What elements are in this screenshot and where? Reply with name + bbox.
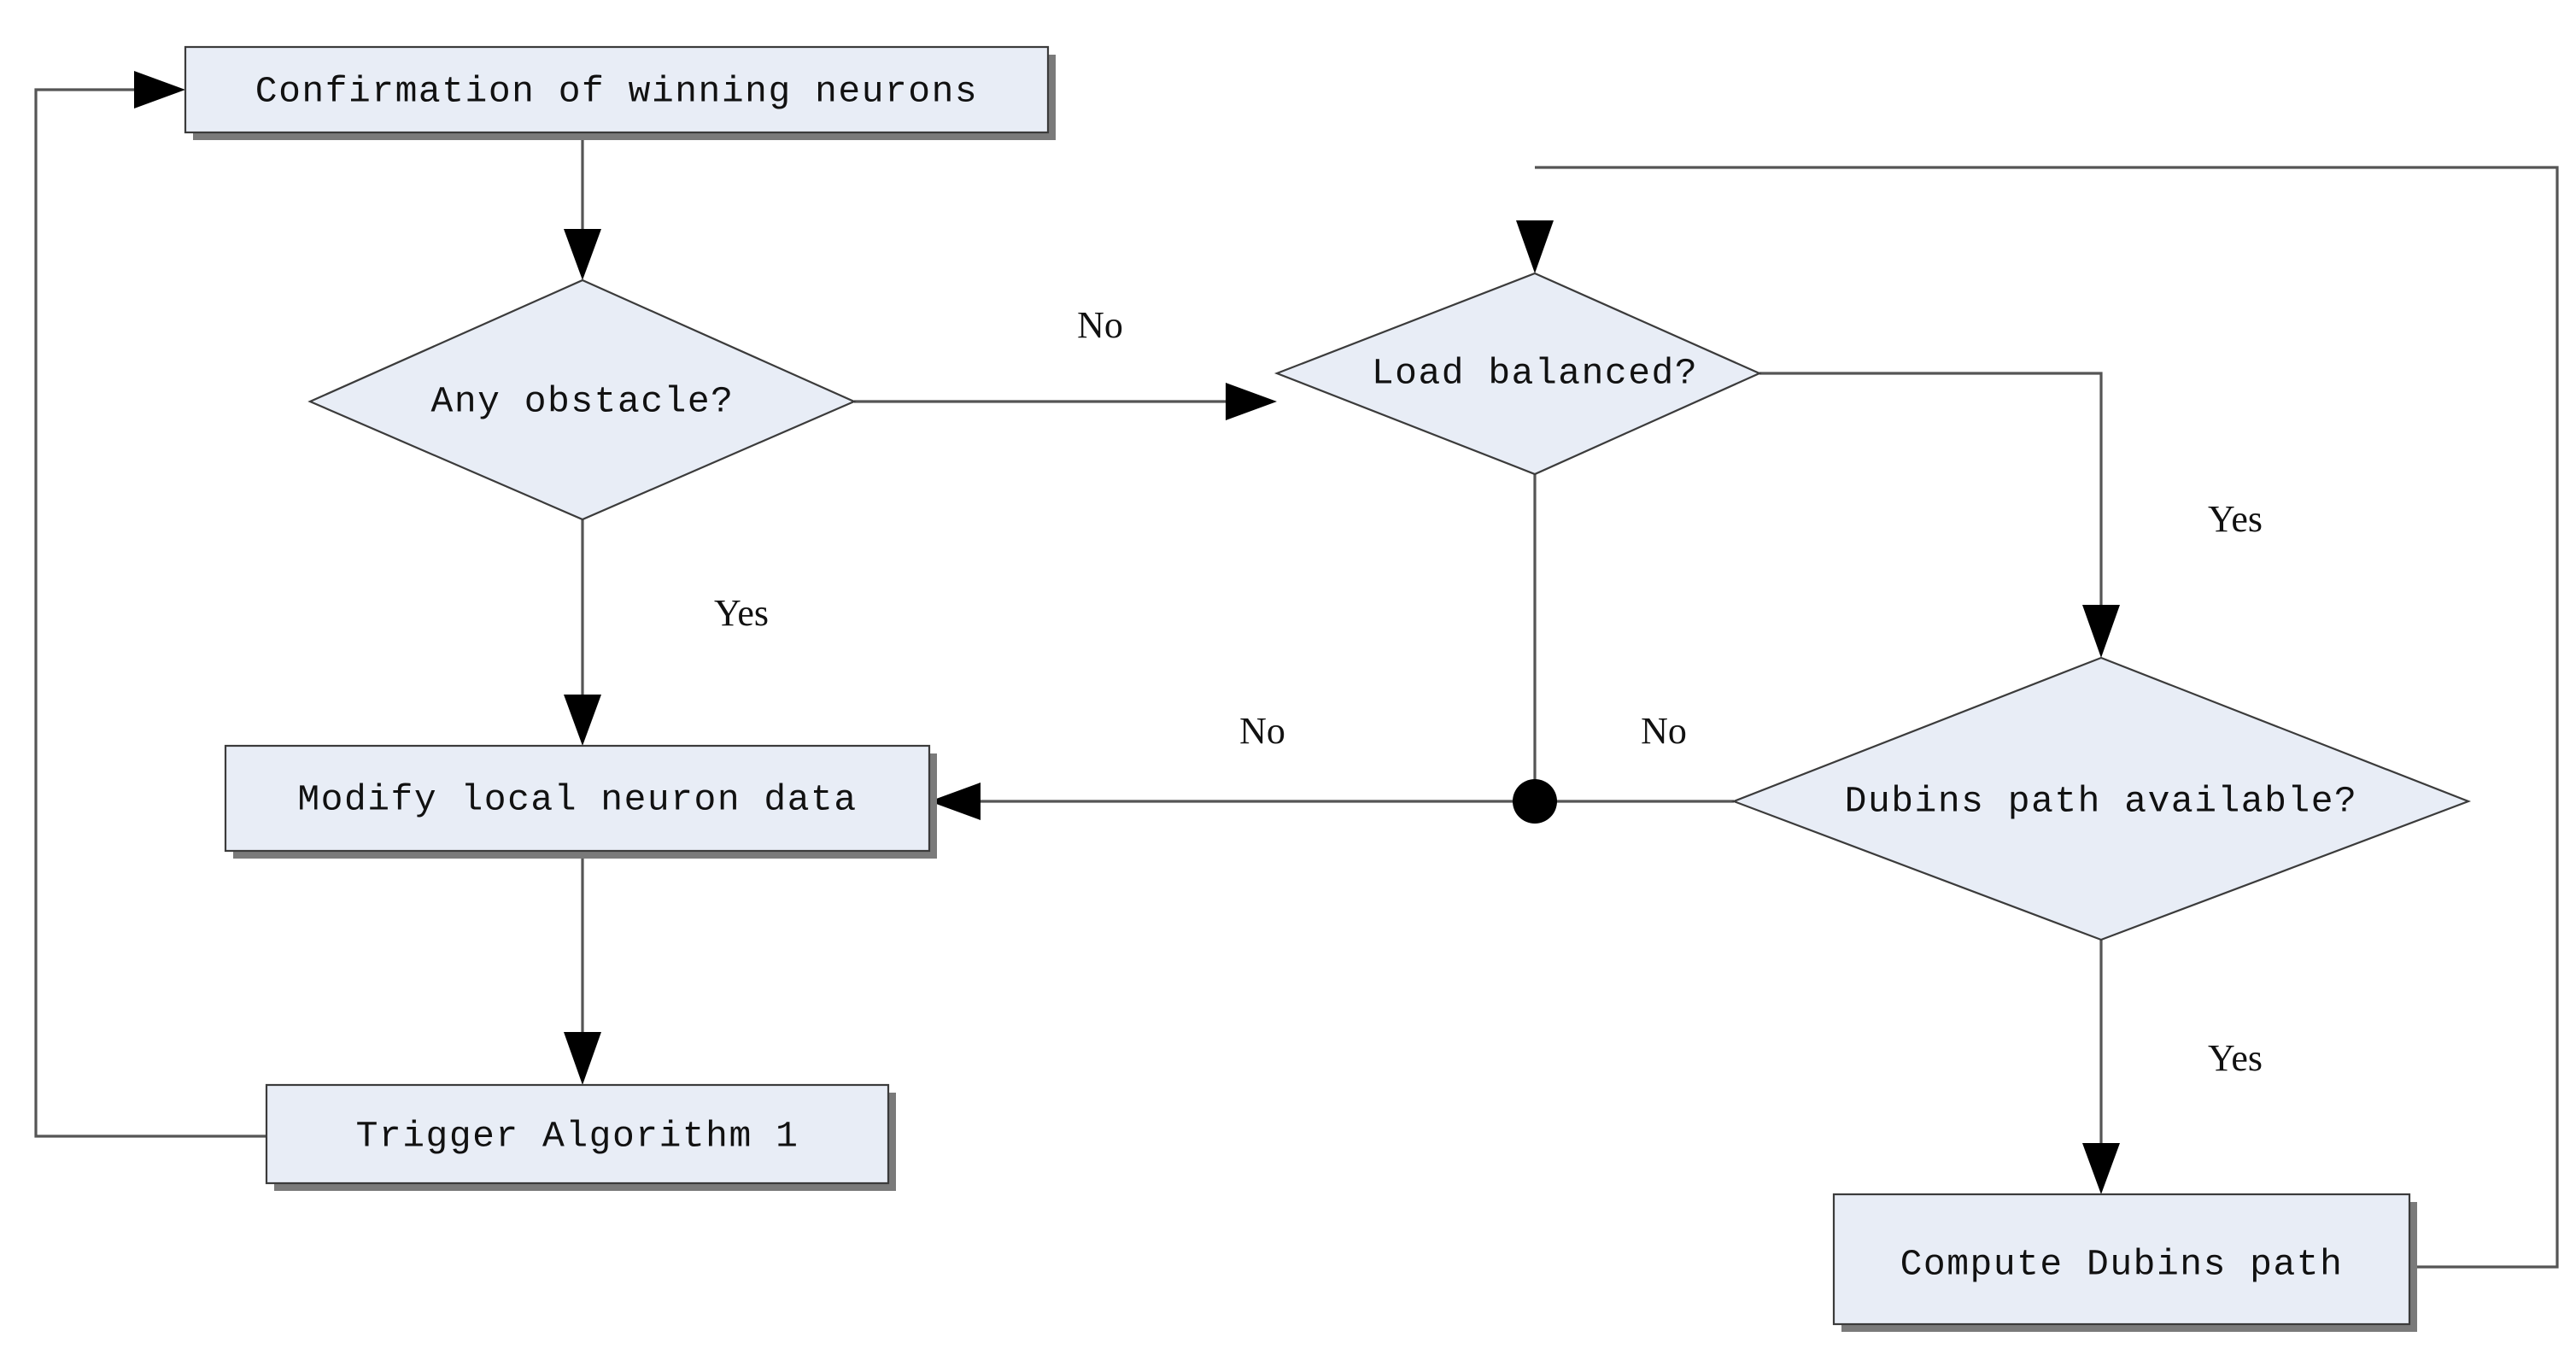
node-label: Any obstacle? [431,380,735,422]
arrowhead-down-icon [564,1032,601,1085]
node-dubins-available[interactable]: Dubins path available? [1730,656,2472,941]
node-load-balanced[interactable]: Load balanced? [1273,272,1762,476]
arrowhead-down-icon [1516,220,1554,273]
node-label: Dubins path available? [1845,780,2358,822]
edge-label-load-no: No [1641,710,1687,752]
edge-any-obstacle-no-to-load-balanced [854,383,1277,420]
node-box [265,1083,890,1185]
node-compute-dubins[interactable]: Compute Dubins path [1832,1193,2417,1332]
edge-line [34,88,266,1138]
edge-compute-dubins-to-load-balanced [1516,166,2559,1269]
node-box [224,744,931,853]
edge-load-balanced-yes-to-dubins-available [1759,372,2120,658]
edge-dubins-no-to-modify-neuron [929,783,1734,820]
arrowhead-down-icon [2082,1143,2120,1194]
arrowhead-right-icon [134,71,185,108]
arrowhead-down-icon [564,229,601,280]
node-diamond [1730,656,2472,941]
node-label: Load balanced? [1372,352,1698,394]
edge-trigger-algorithm-to-confirmation [34,71,266,1138]
edge-confirmation-to-any-obstacle [564,134,601,280]
node-any-obstacle[interactable]: Any obstacle? [307,279,857,521]
edge-modify-neuron-to-trigger-algorithm [564,859,601,1085]
node-label: Modify local neuron data [297,778,857,820]
node-modify-neuron[interactable]: Modify local neuron data [224,744,937,859]
node-box [184,45,1050,134]
edge-label-load-yes: Yes [2208,498,2263,540]
edge-label-obstacle-yes: Yes [714,592,769,634]
arrowhead-right-icon [1226,383,1277,420]
junction-dot [1513,779,1557,824]
arrowhead-down-icon [2082,605,2120,658]
node-trigger-algorithm[interactable]: Trigger Algorithm 1 [265,1083,896,1191]
edge-dubins-yes-to-compute-dubins [2082,940,2120,1194]
edge-line [1535,166,2559,1269]
edge-label-dubins-yes: Yes [2208,1037,2263,1079]
node-diamond [1273,272,1762,476]
node-label: Trigger Algorithm 1 [356,1115,799,1157]
node-label: Confirmation of winning neurons [255,70,978,112]
arrowhead-left-icon [929,783,981,820]
edge-line [1759,372,2103,617]
node-diamond [307,279,857,521]
arrowhead-down-icon [564,695,601,746]
node-box [1832,1193,2411,1326]
edge-label-obstacle-no: No [1077,304,1123,346]
node-label: Compute Dubins path [1900,1243,2344,1285]
node-confirmation[interactable]: Confirmation of winning neurons [184,45,1056,140]
edge-any-obstacle-yes-to-modify-neuron [564,519,601,746]
edge-label-dubins-no: No [1239,710,1285,752]
